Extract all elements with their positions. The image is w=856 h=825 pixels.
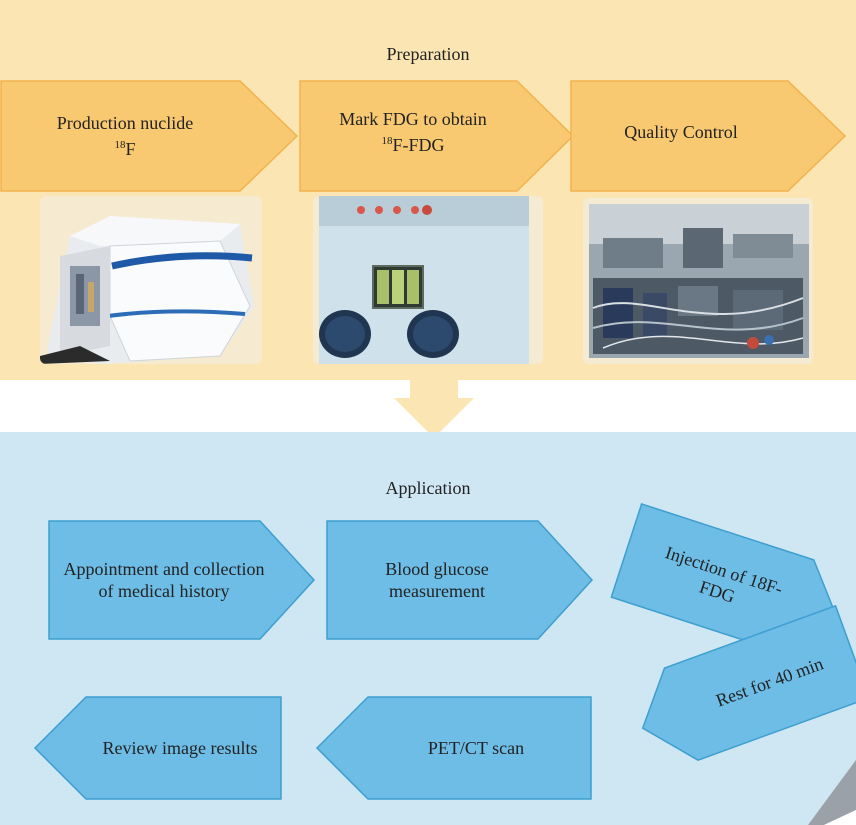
prep-step-line2: F-FDG xyxy=(392,135,445,155)
quality-control-lab-photo xyxy=(583,198,813,364)
app-step-label: Review image results xyxy=(102,738,258,758)
application-title: Application xyxy=(385,478,471,498)
prep-step-label: Production nuclide 18F xyxy=(10,80,240,192)
prep-step-line2: F xyxy=(125,139,136,159)
app-step-label: Appointment and collection of medical hi… xyxy=(63,559,265,601)
prep-step-line1: Mark FDG to obtain xyxy=(339,109,487,129)
app-step-pet-ct-scan: PET/CT scan xyxy=(315,696,592,800)
prep-step-mark-fdg: Mark FDG to obtain 18F-FDG xyxy=(299,80,575,192)
prep-step-line1: Production nuclide xyxy=(56,113,194,133)
page-curl-corner xyxy=(808,760,856,825)
app-step-blood-glucose: Blood glucose measurement xyxy=(326,520,594,640)
synthesis-module-photo xyxy=(313,196,543,364)
prep-step-sup: 18 xyxy=(114,139,126,151)
app-step-label: Blood glucose measurement xyxy=(385,559,489,601)
prep-step-quality-control: Quality Control xyxy=(570,80,847,192)
down-arrow-icon xyxy=(394,380,474,438)
prep-step-label: Mark FDG to obtain 18F-FDG xyxy=(305,80,521,192)
prep-step-production-nuclide: Production nuclide 18F xyxy=(0,80,299,192)
app-step-review-results: Review image results xyxy=(33,696,282,800)
prep-step-label: Quality Control xyxy=(624,122,738,142)
preparation-title: Preparation xyxy=(386,44,470,64)
prep-step-sup: 18 xyxy=(381,135,393,147)
app-step-rest: Rest for 40 min xyxy=(625,604,856,776)
cyclotron-photo xyxy=(40,196,262,364)
app-step-appointment: Appointment and collection of medical hi… xyxy=(48,520,316,640)
app-step-label: PET/CT scan xyxy=(427,738,525,758)
